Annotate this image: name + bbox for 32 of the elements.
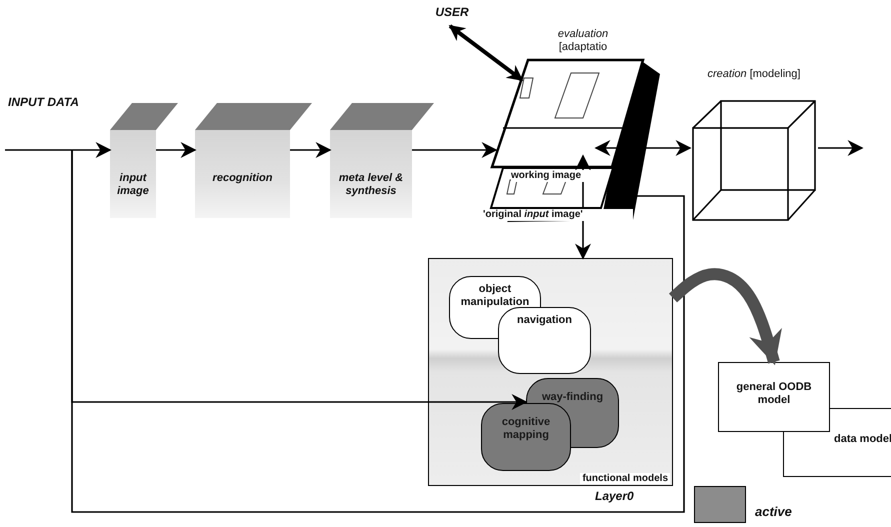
- model-label: way-finding: [540, 391, 604, 404]
- cube-heading: creation [modeling]: [706, 68, 802, 81]
- legend-label: active: [755, 505, 792, 520]
- thick-arrow: [668, 268, 782, 366]
- functional-models-panel: [428, 258, 673, 486]
- arrow: [5, 142, 112, 158]
- rounded-model-box: [498, 307, 591, 374]
- arrow: [818, 140, 864, 156]
- card-label: input image: [116, 172, 150, 198]
- model-label: navigation: [516, 314, 573, 327]
- arrow: [71, 150, 685, 513]
- edge-label: INPUT DATA: [8, 96, 79, 110]
- model-label: general OODB model: [735, 381, 813, 406]
- layer-label: working image: [511, 170, 591, 182]
- arrow: [290, 142, 332, 158]
- panel-caption: functional models: [580, 472, 670, 484]
- arrow: [594, 140, 692, 156]
- arrow: [575, 154, 591, 260]
- model-label: cognitive mapping: [500, 416, 552, 442]
- layer-heading: evaluation [adaptatio: [556, 28, 610, 54]
- arrow: [156, 142, 197, 158]
- thick-arrow: [448, 24, 524, 82]
- model-label: object manipulation: [460, 283, 530, 308]
- flow-label-text: USER: [434, 6, 470, 20]
- layer-label: 'original input image': [483, 209, 633, 220]
- model-label: data model: [834, 433, 890, 446]
- active-model-box: [481, 403, 571, 471]
- card-label: recognition: [212, 172, 274, 185]
- card-label: meta level & synthesis: [338, 172, 404, 198]
- model-box: [718, 362, 830, 432]
- layer-label: Layer0: [595, 490, 634, 504]
- arrow: [412, 142, 498, 158]
